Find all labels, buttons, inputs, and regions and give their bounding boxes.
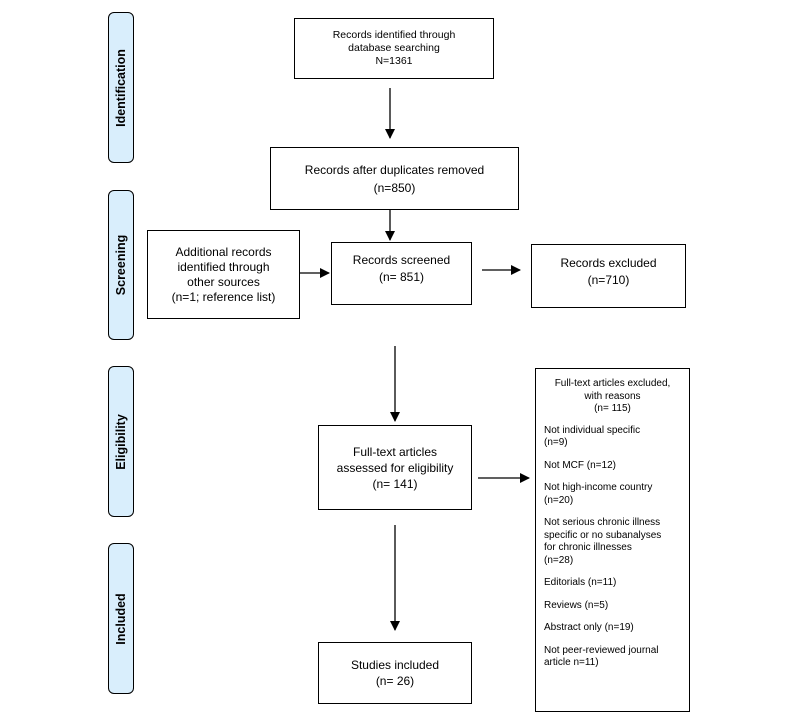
box-records-identified-line-1: Records identified through [332, 29, 456, 41]
exclusion-reason: Not MCF (n=12) [544, 460, 683, 473]
box-after-duplicates-line-1: Records after duplicates removed [304, 162, 485, 177]
exclusion-reason-line: Reviews (n=5) [544, 599, 609, 611]
box-records-screened-line-2: (n= 851) [378, 270, 425, 284]
exclusion-reason: Not individual specific (n=9) [544, 425, 683, 450]
exclusion-reason-line: (n=9) [544, 437, 568, 448]
box-additional-records-line-1: Additional records [175, 244, 272, 259]
box-records-excluded-line-2: (n=710) [587, 273, 630, 287]
box-additional-records-line-3: other sources [187, 274, 260, 289]
box-fulltext-excluded: Full-text articles excluded, with reason… [535, 368, 690, 712]
phase-identification: Identification [108, 12, 134, 163]
exclusion-reason: Editorials (n=11) [544, 577, 683, 590]
fulltext-excluded-header-line-3: (n= 115) [594, 403, 631, 414]
phase-included: Included [108, 543, 134, 694]
box-additional-records-line-4: (n=1; reference list) [171, 289, 276, 304]
exclusion-reason: Not serious chronic illness specific or … [544, 517, 683, 567]
exclusion-reason-line: Not peer-reviewed journal [544, 644, 659, 656]
box-records-excluded-line-1: Records excluded [560, 256, 657, 270]
exclusion-reason-line: for chronic illnesses [544, 542, 632, 553]
box-studies-included-line-1: Studies included [350, 658, 440, 672]
box-records-excluded: Records excluded (n=710) [531, 244, 686, 308]
exclusion-reason-line: Not individual specific [544, 424, 641, 436]
box-additional-records: Additional records identified through ot… [147, 230, 300, 319]
box-records-screened: Records screened (n= 851) [331, 242, 472, 305]
exclusion-reason-line: Not serious chronic illness [544, 517, 661, 528]
fulltext-excluded-header-line-1: Full-text articles excluded, [554, 378, 671, 389]
box-fulltext-assessed-line-2: assessed for eligibility [336, 460, 454, 475]
exclusion-reason-line: (n=20) [544, 494, 574, 506]
fulltext-excluded-header: Full-text articles excluded, with reason… [542, 378, 683, 416]
exclusion-reason-line: Abstract only (n=19) [544, 622, 634, 633]
exclusion-reason: Not peer-reviewed journal article n=11) [544, 645, 683, 670]
box-records-identified-line-3: N=1361 [375, 55, 413, 67]
exclusion-reason-line: Not MCF (n=12) [544, 459, 616, 471]
exclusion-reason: Reviews (n=5) [544, 600, 683, 613]
box-records-identified: Records identified through database sear… [294, 18, 494, 79]
exclusion-reason-line: specific or no subanalyses [544, 529, 662, 541]
exclusion-reason-line: article n=11) [544, 657, 599, 668]
exclusion-reason-line: Editorials (n=11) [544, 577, 617, 588]
exclusion-reason-line: (n=28) [544, 554, 574, 566]
phase-eligibility: Eligibility [108, 366, 134, 517]
box-studies-included-line-2: (n= 26) [375, 674, 415, 688]
box-records-screened-line-1: Records screened [352, 253, 451, 267]
box-after-duplicates-line-2: (n=850) [373, 180, 416, 195]
box-after-duplicates: Records after duplicates removed (n=850) [270, 147, 519, 210]
box-fulltext-assessed-line-3: (n= 141) [372, 476, 418, 491]
exclusion-reason: Abstract only (n=19) [544, 622, 683, 635]
phase-screening: Screening [108, 190, 134, 340]
fulltext-excluded-header-line-2: with reasons [584, 390, 641, 402]
box-fulltext-assessed: Full-text articles assessed for eligibil… [318, 425, 472, 510]
exclusion-reason-line: Not high-income country [544, 482, 653, 493]
exclusion-reason: Not high-income country (n=20) [544, 482, 683, 507]
box-records-identified-line-2: database searching [348, 42, 440, 54]
box-additional-records-line-2: identified through [177, 259, 270, 274]
box-studies-included: Studies included (n= 26) [318, 642, 472, 704]
box-fulltext-assessed-line-1: Full-text articles [352, 444, 438, 459]
